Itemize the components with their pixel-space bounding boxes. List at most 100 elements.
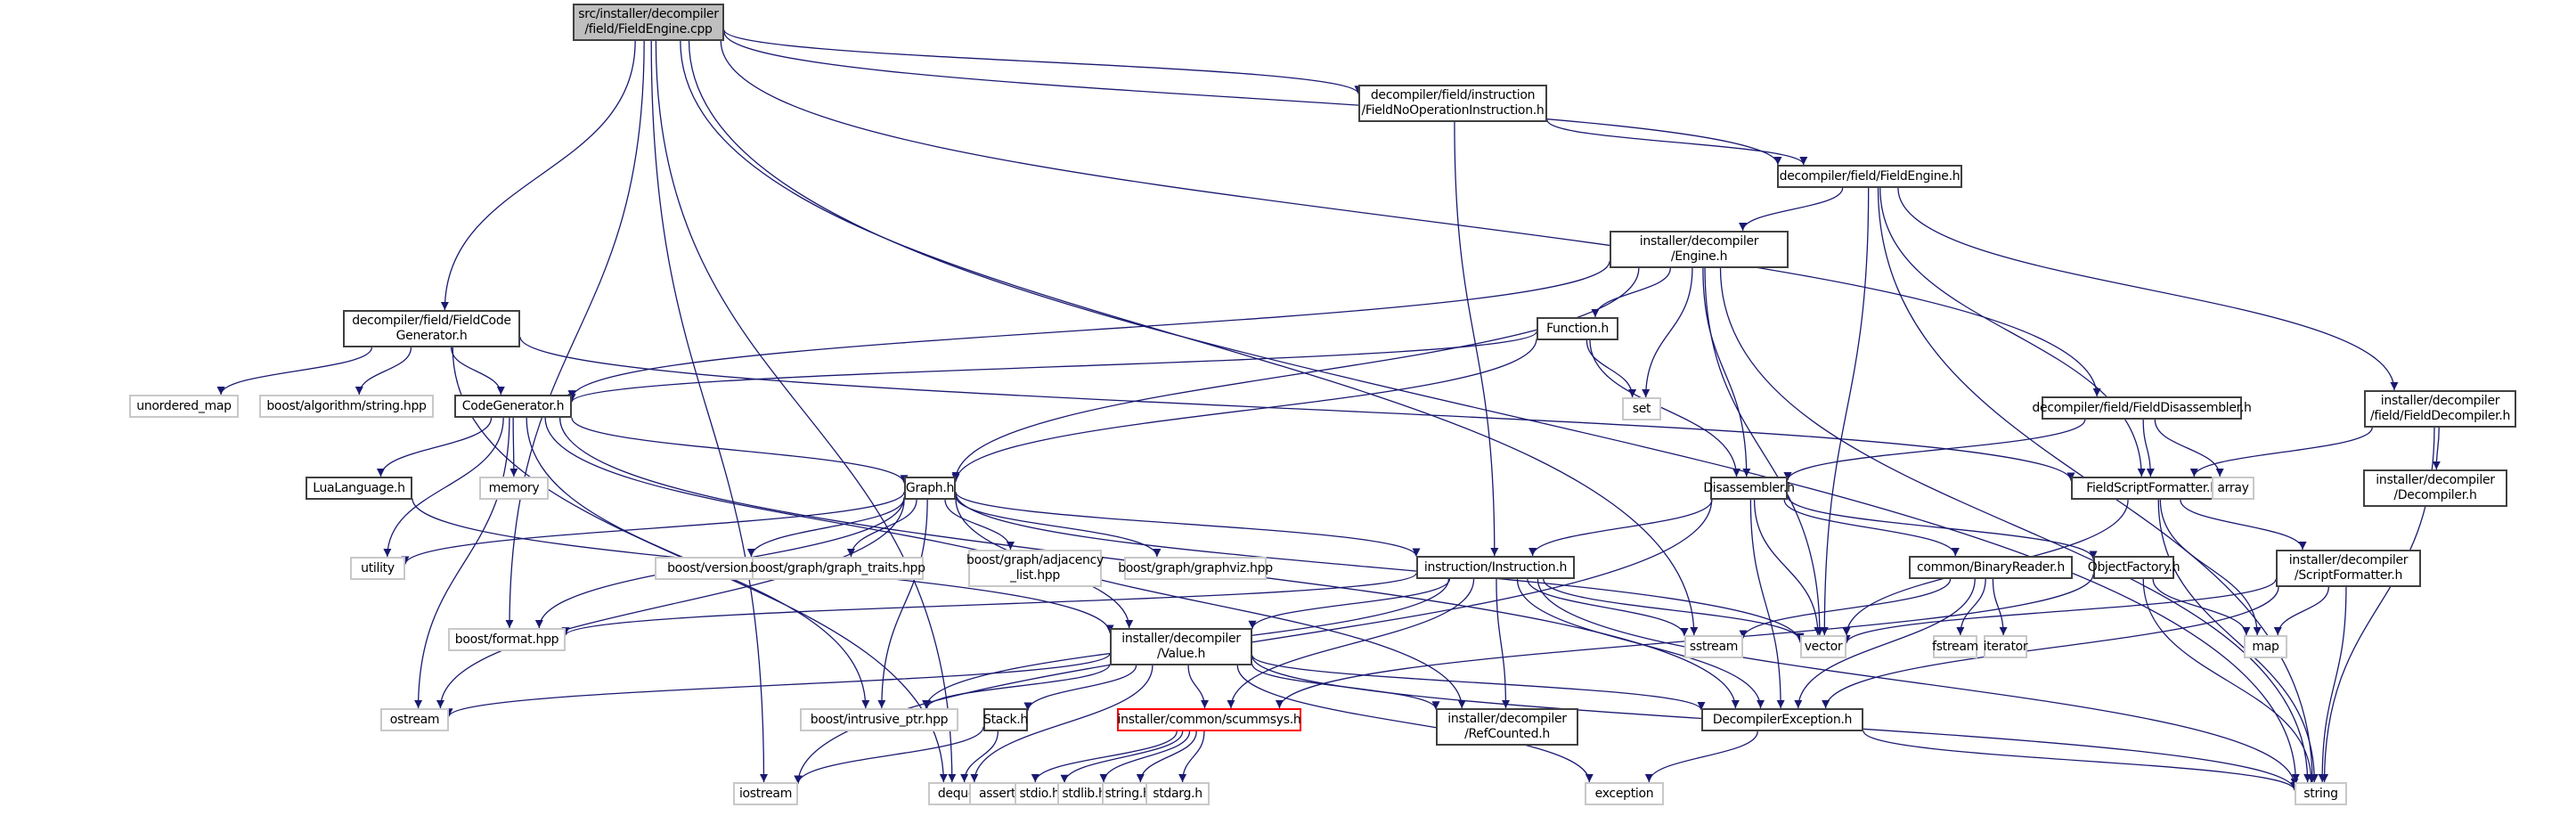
edge-value-h-to-decompexc <box>1251 655 1706 711</box>
edge-function-h-to-set <box>1586 339 1637 398</box>
edge-root-to-fengine-h <box>723 31 1782 166</box>
edge-codegen-to-memory <box>509 417 518 477</box>
edge-root-to-fnoop <box>723 29 1363 94</box>
node-array[interactable]: array <box>2212 477 2254 500</box>
node-fscriptfmt[interactable]: FieldScriptFormatter.h <box>2071 477 2233 500</box>
edge-graph-h-to-refcounted <box>955 498 1466 709</box>
edge-engine-h-to-graph-h <box>951 267 1640 481</box>
node-boost-alg[interactable]: boost/algorithm/string.hpp <box>259 395 434 418</box>
node-ostream[interactable]: ostream <box>380 708 449 731</box>
edge-fnoop-to-instruction-h <box>1454 121 1499 557</box>
node-engine-h[interactable]: installer/decompiler /Engine.h <box>1610 231 1789 268</box>
node-fdisasm[interactable]: decompiler/field/FieldDisassembler.h <box>2032 396 2252 420</box>
node-scriptfmt[interactable]: installer/decompiler /ScriptFormatter.h <box>2276 550 2421 587</box>
edge-fdisasm-to-fscriptfmt <box>2142 419 2155 477</box>
node-iostream[interactable]: iostream <box>733 782 798 805</box>
node-instruction-h[interactable]: instruction/Instruction.h <box>1416 556 1575 579</box>
node-stack-h[interactable]: Stack.h <box>983 708 1028 731</box>
edge-scummsys-to-stdarg-h <box>1178 730 1205 783</box>
edge-instruction-h-to-value-h <box>1248 578 1451 630</box>
node-fcodegen[interactable]: decompiler/field/FieldCode Generator.h <box>343 310 520 347</box>
node-objfactory[interactable]: ObjectFactory.h <box>2088 556 2181 579</box>
edge-fengine-h-to-vector <box>1820 187 1870 636</box>
node-boost-format[interactable]: boost/format.hpp <box>448 628 566 651</box>
edge-instruction-h-to-vector <box>1543 578 1805 641</box>
node-boost-gviz[interactable]: boost/graph/graphviz.hpp <box>1118 557 1273 580</box>
node-decompiler-h[interactable]: installer/decompiler /Decompiler.h <box>2363 469 2507 507</box>
node-stdio-h[interactable]: stdio.h <box>1015 782 1064 805</box>
node-map[interactable]: map <box>2244 635 2287 658</box>
edge-objfactory-to-map <box>2152 578 2251 636</box>
edge-scriptfmt-to-string <box>2318 586 2347 783</box>
node-boost-iptr[interactable]: boost/intrusive_ptr.hpp <box>800 708 958 731</box>
edge-value-h-to-deque <box>970 665 1153 783</box>
node-memory[interactable]: memory <box>479 477 549 500</box>
edge-stack-h-to-iostream <box>794 726 984 784</box>
edge-root-to-iostream <box>650 40 769 783</box>
edge-codegen-to-utility <box>383 417 504 558</box>
edge-instruction-h-to-sstream <box>1527 578 1689 637</box>
edge-scriptfmt-to-decompexc <box>1822 586 2279 709</box>
edge-fdecomp-to-fscriptfmt <box>2189 427 2373 477</box>
edge-engine-h-to-string <box>1719 267 2312 783</box>
edge-decompexc-to-exception <box>1644 730 1758 783</box>
node-scummsys[interactable]: installer/common/scummsys.h <box>1117 708 1301 731</box>
node-lualang[interactable]: LuaLanguage.h <box>306 477 412 500</box>
node-unordered-map[interactable]: unordered_map <box>129 395 239 418</box>
edge-scummsys-to-string-h <box>1136 730 1197 783</box>
node-binreader[interactable]: common/BinaryReader.h <box>1909 556 2073 579</box>
edge-value-h-to-ostream <box>444 653 1111 717</box>
edge-root-to-boost-format <box>505 40 645 629</box>
node-disasm[interactable]: Disassembler.h <box>1703 477 1795 500</box>
node-fengine-h[interactable]: decompiler/field/FieldEngine.h <box>1777 165 1962 188</box>
node-decompexc[interactable]: DecompilerException.h <box>1701 708 1863 731</box>
node-graph-h[interactable]: Graph.h <box>904 477 956 500</box>
edge-codegen-to-graph-h <box>571 417 909 484</box>
node-refcounted[interactable]: installer/decompiler /RefCounted.h <box>1436 708 1578 746</box>
node-iterator[interactable]: iterator <box>1984 635 2028 658</box>
node-vector[interactable]: vector <box>1800 635 1846 658</box>
edge-codegen-to-lualang <box>376 417 493 477</box>
edge-graph-h-to-ostream <box>436 499 905 709</box>
edge-value-h-to-scummsys <box>1187 665 1210 709</box>
edge-disasm-to-instruction-h <box>1528 499 1713 557</box>
node-codegen[interactable]: CodeGenerator.h <box>454 395 572 418</box>
edge-engine-h-to-disasm <box>1702 267 1751 477</box>
edge-disasm-to-decompexc <box>1749 499 1785 709</box>
node-sstream[interactable]: sstream <box>1684 635 1743 658</box>
edge-graph-h-to-boost-adj <box>944 499 1015 551</box>
edge-binreader-to-decompexc <box>1794 578 1976 709</box>
edge-instruction-h-to-decompexc <box>1516 578 1765 709</box>
edge-engine-h-to-codegen <box>567 261 1610 399</box>
edge-objfactory-to-string <box>2142 578 2316 783</box>
edge-fnoop-to-fengine-h <box>1546 119 1808 166</box>
edge-stack-h-to-deque <box>960 730 999 783</box>
node-string[interactable]: string <box>2295 782 2347 805</box>
edge-engine-h-to-function-h <box>1591 267 1671 318</box>
node-boost-adj[interactable]: boost/graph/adjacency _list.hpp <box>966 550 1104 587</box>
node-fstream[interactable]: fstream <box>1932 635 1978 658</box>
edge-graph-h-to-boost-version <box>746 498 905 558</box>
edge-engine-h-to-set <box>1642 267 1693 398</box>
node-stdarg-h[interactable]: stdarg.h <box>1145 782 1210 805</box>
edge-fcodegen-to-unordered-map <box>216 347 373 396</box>
edge-fdecomp-to-decompiler-h <box>2432 427 2441 470</box>
edge-root-to-string <box>688 40 2300 783</box>
edge-scriptfmt-to-map <box>2273 586 2329 636</box>
edge-instruction-h-to-scummsys <box>1227 578 1475 709</box>
node-utility[interactable]: utility <box>350 557 405 580</box>
edge-root-to-deque <box>655 40 957 783</box>
edge-fengine-h-to-fscriptfmt <box>1879 187 2146 477</box>
node-fnoop[interactable]: decompiler/field/instruction /FieldNoOpe… <box>1358 85 1547 122</box>
edge-scummsys-to-stdio-h <box>1060 730 1184 783</box>
node-value-h[interactable]: installer/decompiler /Value.h <box>1110 628 1252 665</box>
node-exception[interactable]: exception <box>1585 782 1664 805</box>
node-function-h[interactable]: Function.h <box>1537 317 1618 340</box>
node-set[interactable]: set <box>1622 397 1661 420</box>
node-string-h[interactable]: string.h <box>1102 782 1153 805</box>
node-boost-gtraits[interactable]: boost/graph/graph_traits.hpp <box>750 557 925 580</box>
node-root[interactable]: src/installer/decompiler /field/FieldEng… <box>573 4 724 41</box>
edge-disasm-to-objfactory <box>1787 495 2098 559</box>
node-fdecomp[interactable]: installer/decompiler /field/FieldDecompi… <box>2364 390 2516 428</box>
edge-function-h-to-graph-h <box>951 339 1537 482</box>
